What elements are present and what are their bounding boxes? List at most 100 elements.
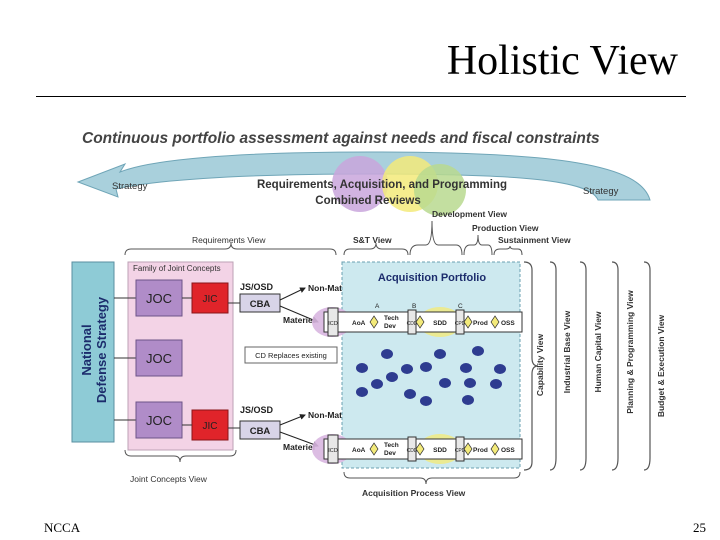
acquisition-pipeline-bottom: ICD AoA Tech Dev CDD SDD CPD Prod OSS [312, 434, 523, 464]
program-dot [371, 379, 383, 389]
program-dot [401, 364, 413, 374]
icd-box [327, 307, 339, 337]
program-dot [472, 346, 484, 356]
milestone-diamond [463, 442, 473, 456]
milestone-c: C [458, 303, 463, 310]
budget-execution-view-label: Budget & Execution View [656, 314, 666, 417]
circle-programming [414, 164, 466, 216]
sdd-label: SDD [433, 320, 447, 327]
non-materiel-arrow [279, 414, 306, 426]
joc-label: JOC [146, 413, 172, 428]
joc-label: JOC [146, 351, 172, 366]
requirements-view-label: Requirements View [192, 235, 266, 245]
human-capital-view-brace [579, 261, 587, 471]
acquisition-portfolio-title: Acquisition Portfolio [378, 272, 486, 284]
joint-concepts-view-brace [124, 449, 237, 463]
program-dot [494, 364, 506, 374]
production-view-brace [463, 234, 493, 256]
acquisition-pipeline-top: ICD A B C AoA Tech Dev CDD SDD CPD Prod … [312, 303, 523, 337]
cdd-label: CDD [407, 448, 418, 454]
materiel-arrow [279, 305, 319, 323]
production-view-label: Production View [472, 223, 539, 233]
development-view-brace [409, 220, 463, 256]
national-defense-strategy-box [71, 261, 115, 443]
program-dot [490, 379, 502, 389]
milestone-diamond [415, 315, 425, 329]
aoa-label: AoA [352, 447, 366, 454]
oss-label: OSS [501, 447, 515, 454]
program-dot [404, 389, 416, 399]
tech-dev-label-2: Dev [384, 450, 396, 457]
page-number: 25 [693, 520, 706, 535]
program-dot [356, 387, 368, 397]
footer-organization: NCCA [44, 520, 81, 535]
slide-title: Holistic View [446, 38, 678, 84]
industrial-base-view-brace [549, 261, 557, 471]
program-dot [420, 362, 432, 372]
development-view-label: Development View [432, 209, 507, 219]
circle-requirements [332, 156, 388, 212]
jic-label: JIC [203, 421, 218, 432]
cdd-label: CDD [407, 321, 418, 327]
materiel-arrow [279, 431, 319, 448]
milestone-diamond [490, 442, 500, 456]
jic-box [191, 409, 229, 441]
non-materiel-label: Non-Materiel [308, 283, 359, 293]
planning-programming-view-label: Planning & Programming View [625, 290, 635, 414]
program-dot [420, 396, 432, 406]
program-dot [439, 378, 451, 388]
tech-dev-label-1: Tech [384, 442, 399, 449]
cba-label: CBA [250, 426, 271, 437]
title-divider [36, 96, 686, 97]
cpd-label: CPD [455, 448, 466, 454]
strategy-label-left: Strategy [112, 181, 148, 192]
icd-box [327, 434, 339, 464]
requirements-view-brace [124, 242, 337, 256]
milestone-a: A [375, 303, 380, 310]
program-dot [381, 349, 393, 359]
sustainment-view-brace [493, 245, 523, 256]
joc-box [135, 339, 183, 377]
strategy-label-right: Strategy [583, 186, 619, 197]
milestone-diamond [369, 442, 379, 456]
nds-label-line2: Defense Strategy [94, 296, 109, 403]
milestone-diamond [490, 315, 500, 329]
budget-execution-view-brace [643, 261, 651, 471]
program-dot [460, 363, 472, 373]
capability-view-label: Capability View [535, 334, 545, 397]
joc-label: JOC [146, 291, 172, 306]
tech-dev-label-1: Tech [384, 315, 399, 322]
icd-label: ICD [328, 321, 338, 327]
family-label: Family of Joint Concepts [133, 264, 221, 273]
st-view-label: S&T View [353, 235, 392, 245]
prod-label: Prod [473, 320, 488, 327]
capability-view-brace [523, 261, 539, 471]
strategy-arc-arrow [76, 151, 651, 201]
jsosd-label: JS/OSD [240, 405, 274, 415]
program-dot [386, 372, 398, 382]
prod-label: Prod [473, 447, 488, 454]
program-dot [434, 349, 446, 359]
materiel-label: Materiel [283, 315, 315, 325]
banner-heading: Continuous portfolio assessment against … [82, 130, 600, 147]
joc-box [135, 401, 183, 439]
reviews-title-line2: Combined Reviews [315, 195, 420, 207]
st-view-brace [343, 242, 409, 256]
acquisition-process-view-label: Acquisition Process View [362, 488, 466, 498]
materiel-label: Materiel [283, 442, 315, 452]
industrial-base-view-label: Industrial Base View [562, 310, 572, 393]
acquisition-process-view-brace [343, 471, 521, 485]
cd-replaces-box [244, 346, 338, 364]
milestone-diamond [463, 315, 473, 329]
nds-label-line1: National [79, 324, 94, 375]
cd-replaces-label: CD Replaces existing [255, 351, 327, 360]
tech-dev-label-2: Dev [384, 323, 396, 330]
milestone-diamond [415, 442, 425, 456]
milestone-diamond [369, 315, 379, 329]
portfolio-programs [356, 346, 506, 406]
icd-label: ICD [328, 448, 338, 454]
planning-programming-view-brace [611, 261, 619, 471]
joint-concepts-view-label: Joint Concepts View [130, 474, 208, 484]
jic-label: JIC [203, 294, 218, 305]
